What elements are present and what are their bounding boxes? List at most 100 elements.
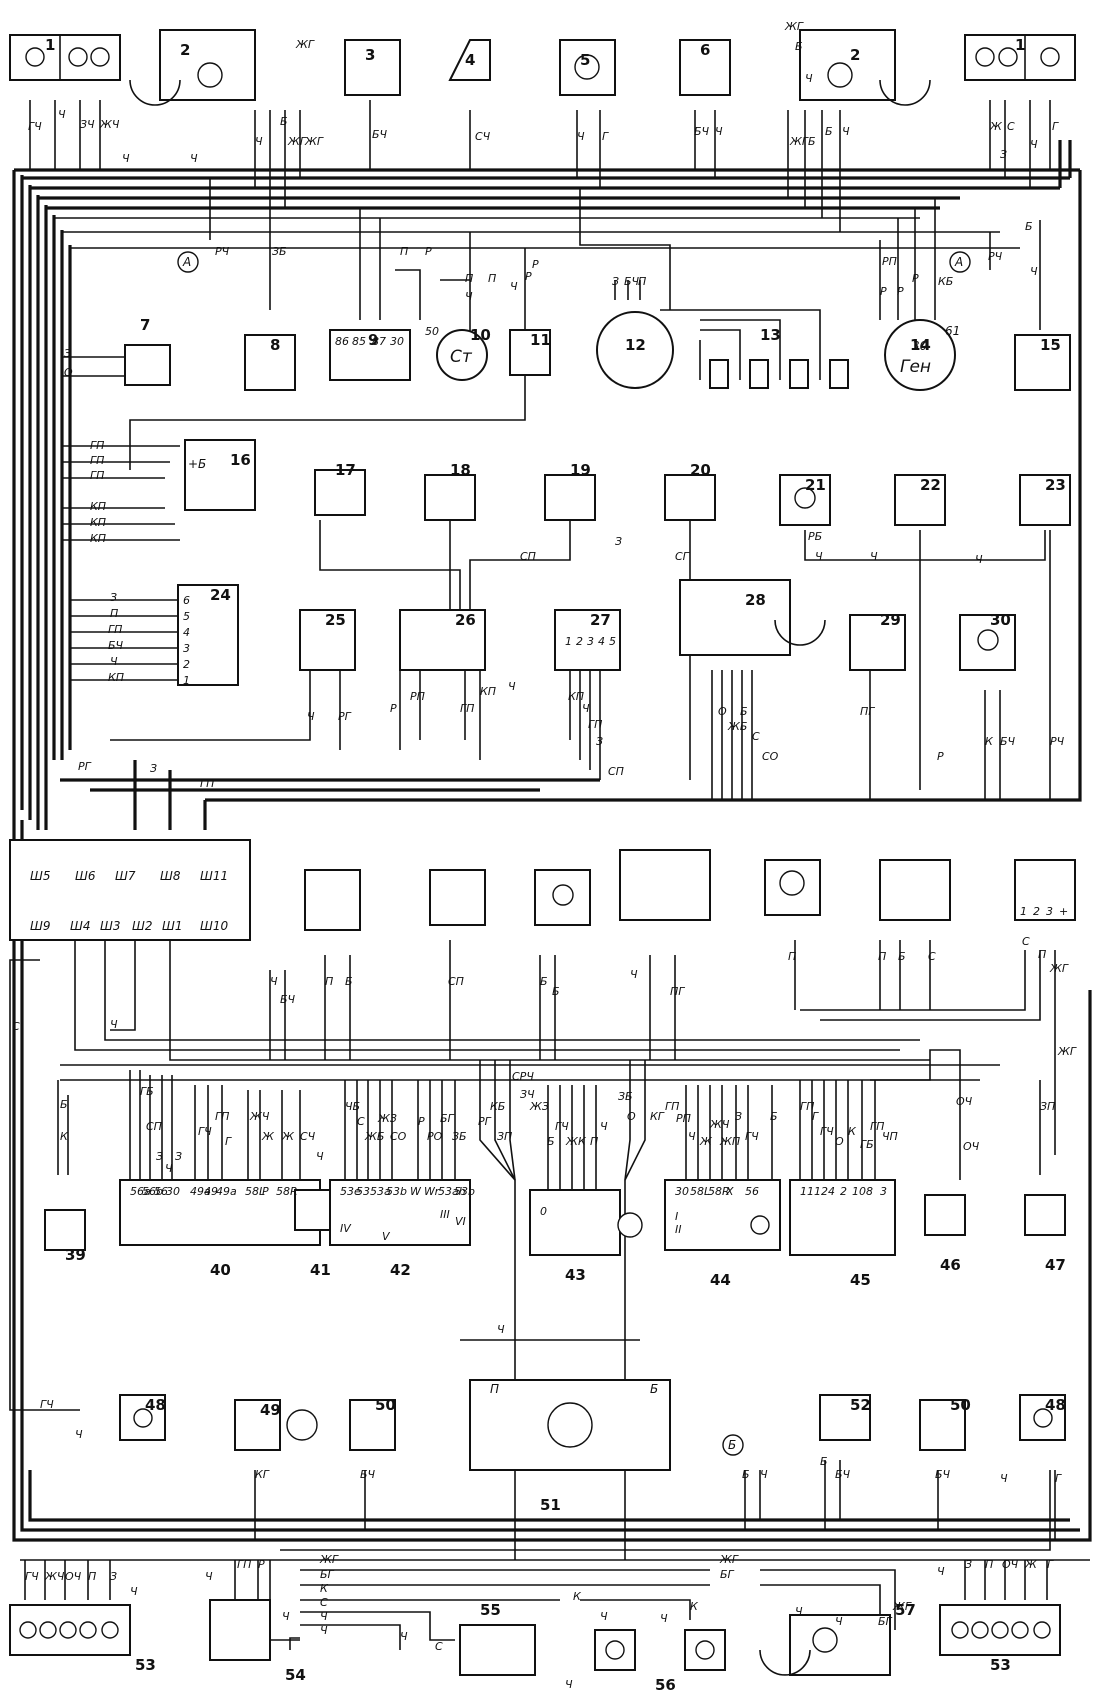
wire-color-label: ГЧ: [198, 1125, 212, 1138]
switch-45-pins: 11 12 4 2 10 8 3: [800, 1185, 887, 1198]
switch-pin: 10: [852, 1185, 866, 1198]
wire-color-label: ГП: [588, 718, 602, 731]
wire-color-label: ПГ: [670, 985, 685, 998]
wire-color-label: БГ: [320, 1568, 335, 1581]
wire-color-label: С: [357, 1115, 365, 1128]
wire-color-label: З: [596, 735, 603, 748]
wire-color-label: С: [1022, 935, 1030, 948]
component-number: 1: [45, 36, 55, 54]
component-number: 7: [140, 316, 150, 334]
connector-pin: 1: [565, 635, 572, 648]
wire-color-label: Г: [812, 1110, 819, 1123]
fuse-box: Ш5 Ш6 Ш7 Ш8 Ш11 Ш9 Ш4 Ш3 Ш2 Ш1 Ш10: [30, 869, 228, 933]
wire-color-label: К: [573, 1590, 582, 1603]
fuse-label: Ш1: [162, 919, 182, 933]
wire-color-label: КП: [568, 690, 584, 703]
wire-color-label: СЧ: [300, 1130, 316, 1143]
switch-pin: 49a: [216, 1185, 237, 1198]
markers: А А Б: [177, 251, 971, 1456]
component-number: 47: [1045, 1256, 1066, 1274]
connector-pin: 4: [598, 635, 605, 648]
wire-color-label: Б: [808, 135, 816, 148]
wire-color-label: РП: [410, 690, 425, 703]
connector-pin: 1: [1020, 905, 1027, 918]
switch-position: III: [440, 1208, 450, 1221]
wire-color-label: О: [64, 366, 73, 379]
wire-color-label: Р: [418, 1115, 425, 1128]
wire-color-label: Ч: [870, 550, 878, 563]
wire-color-label: Ч: [937, 1565, 945, 1578]
wire-color-label: ЧБ: [345, 1100, 360, 1113]
wire-color-label: Ч: [600, 1120, 608, 1133]
switch-pin: 30: [166, 1185, 180, 1198]
wire-color-label: Ч: [255, 135, 263, 148]
switch-position: II: [675, 1223, 682, 1236]
component-number: 25: [325, 611, 346, 629]
component-number: 21: [805, 476, 826, 494]
connector-pin: 2: [576, 635, 583, 648]
starter-label: Ст: [450, 347, 473, 367]
connector-27-pins: 1 2 3 4 5: [565, 635, 616, 648]
wire-color-label: Ч: [110, 655, 118, 668]
wire-color-label: ГЧ: [25, 1570, 39, 1583]
wire-color-label: Ч: [58, 108, 66, 121]
switch-pin: X: [725, 1185, 734, 1198]
switch-pin: Wr: [424, 1185, 441, 1198]
wire-color-label: ГЧ: [40, 1398, 54, 1411]
wire-color-label: РО: [427, 1130, 443, 1143]
wire-color-label: СРЧ: [512, 1070, 534, 1083]
component-number: 29: [880, 611, 901, 629]
wire-color-label: П: [488, 272, 496, 285]
wire-color-label: Ч: [715, 125, 723, 138]
wire-color-label: БЧ: [624, 275, 640, 288]
switch-pin: 2: [840, 1185, 847, 1198]
connector-pin: 3: [183, 642, 190, 655]
wire-color-label: ЖГ: [295, 38, 315, 51]
component-number: 53: [990, 1656, 1011, 1674]
starter-pin: 50: [425, 325, 439, 338]
switch-pin: P: [262, 1185, 269, 1198]
switch-pin: 58L: [690, 1185, 710, 1198]
wire-color-label: Б: [345, 975, 353, 988]
switch-pin: 53e: [340, 1185, 361, 1198]
wire-color-label: Ж: [565, 1135, 579, 1148]
wire-color-label: СП: [146, 1120, 162, 1133]
wire-color-label: Ч: [165, 1162, 173, 1175]
wire-color-label: ОЧ: [65, 1570, 82, 1583]
component-number: 4: [465, 51, 475, 69]
wire-color-label: БЧ: [835, 1468, 851, 1481]
wire-color-label: ГП: [870, 1120, 884, 1133]
wire-color-label: БЧ: [694, 125, 710, 138]
wire-color-label: Б: [825, 125, 833, 138]
connector-pin: 6: [183, 594, 190, 607]
wire-color-label: ЖГ: [1049, 962, 1069, 975]
wire-color-label: Г: [225, 1135, 232, 1148]
connector-pin: 5: [183, 610, 190, 623]
wire-color-label: Ч: [510, 280, 518, 293]
wire-color-label: КБ: [490, 1100, 505, 1113]
wire-color-label: ГП: [800, 1100, 814, 1113]
wire-color-label: ГЧ: [28, 120, 42, 133]
component-bodies: [9, 29, 1076, 1676]
wire-color-label: ЖЗ: [529, 1100, 549, 1113]
switch-44-pins: 30 58L 58R X 56: [675, 1185, 759, 1198]
wire-color-label: Ч: [130, 1585, 138, 1598]
component-number: 41: [310, 1261, 331, 1279]
wire-color-label: ЖГ: [892, 1600, 912, 1613]
wire-color-label: Б: [740, 705, 748, 718]
fuse-label: Ш8: [160, 869, 181, 883]
switch-position: IV: [340, 1222, 352, 1235]
switch-pin: 53: [356, 1185, 370, 1198]
wire-color-label: БЧ: [935, 1468, 951, 1481]
wire-color-label: О: [835, 1135, 844, 1148]
fuse-label: Ш2: [132, 919, 152, 933]
wire-color-label: Ч: [205, 1570, 213, 1583]
wire-color-label: ЗП: [497, 1130, 512, 1143]
switch-positions: I II III IV V VI 0: [340, 1205, 682, 1243]
component-number: 1: [1015, 36, 1025, 54]
component-number: 6: [700, 41, 710, 59]
wire-color-label: ЗБ: [618, 1090, 633, 1103]
component-number: 45: [850, 1271, 871, 1289]
